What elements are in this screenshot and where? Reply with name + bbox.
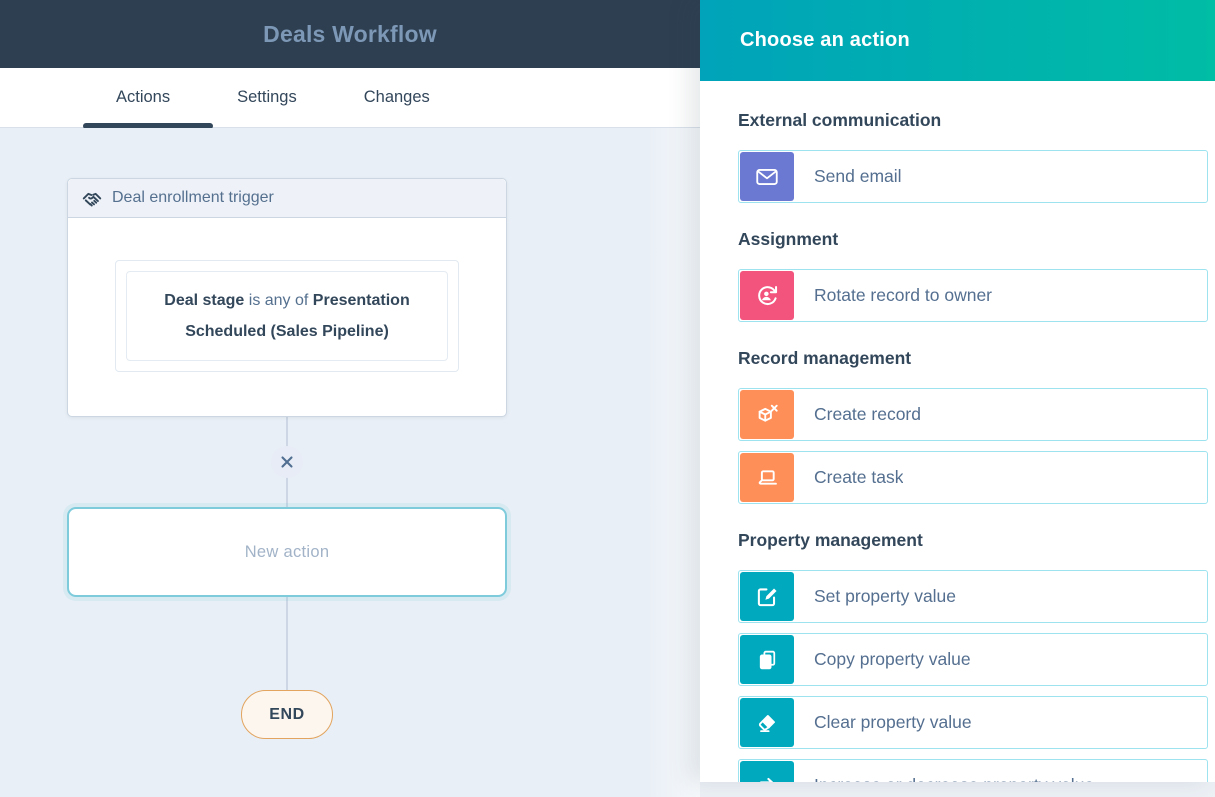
condition-property: Deal stage — [164, 292, 245, 309]
choose-action-panel: Choose an action External communication … — [700, 0, 1215, 782]
action-label: Create record — [814, 404, 921, 424]
action-clear-property-value[interactable]: Clear property value — [738, 696, 1208, 749]
condition-value: Presentation Scheduled (Sales Pipeline) — [185, 292, 410, 340]
page-title: Deals Workflow — [263, 20, 437, 47]
trigger-card-title: Deal enrollment trigger — [112, 189, 274, 206]
action-label: Copy property value — [814, 649, 971, 669]
action-label: Clear property value — [814, 712, 972, 732]
tab-settings[interactable]: Settings — [237, 88, 297, 106]
create-record-icon — [740, 390, 794, 439]
handshake-icon — [81, 187, 103, 209]
increase-decrease-icon — [740, 761, 794, 782]
action-label: Set property value — [814, 586, 957, 606]
action-create-record[interactable]: Create record — [738, 388, 1208, 441]
copy-icon — [740, 635, 794, 684]
action-copy-property-value[interactable]: Copy property value — [738, 633, 1208, 686]
delete-connector-button[interactable] — [271, 446, 303, 478]
tab-actions[interactable]: Actions — [116, 88, 171, 106]
condition-group: Deal stage is any of Presentation Schedu… — [115, 260, 459, 372]
action-label: Increase or decrease property value — [814, 775, 1094, 782]
edit-icon — [740, 572, 794, 621]
action-send-email[interactable]: Send email — [738, 150, 1208, 203]
section-heading-external-communication: External communication — [738, 110, 942, 130]
trigger-card-header: Deal enrollment trigger — [68, 179, 506, 218]
close-icon — [279, 454, 295, 470]
create-task-icon — [740, 453, 794, 502]
tabs-bar: Actions Settings Changes — [0, 68, 700, 129]
panel-body: External communication Send email Assign… — [700, 81, 1215, 782]
action-label: Send email — [814, 166, 902, 186]
action-set-property-value[interactable]: Set property value — [738, 570, 1208, 623]
panel-title: Choose an action — [740, 29, 910, 51]
condition-text[interactable]: Deal stage is any of Presentation Schedu… — [126, 271, 448, 361]
section-heading-assignment: Assignment — [738, 229, 839, 249]
end-label: END — [269, 705, 305, 723]
section-heading-record-management: Record management — [738, 348, 912, 368]
enrollment-trigger-card[interactable]: Deal enrollment trigger Deal stage is an… — [67, 178, 507, 417]
new-action-label: New action — [244, 542, 330, 561]
rotate-owner-icon — [740, 271, 794, 320]
action-create-task[interactable]: Create task — [738, 451, 1208, 504]
workflow-canvas: Deal enrollment trigger Deal stage is an… — [0, 128, 700, 797]
trigger-card-body: Deal stage is any of Presentation Schedu… — [68, 260, 506, 372]
eraser-icon — [740, 698, 794, 747]
new-action-placeholder[interactable]: New action — [67, 507, 507, 597]
email-icon — [740, 152, 794, 201]
action-label: Create task — [814, 467, 904, 487]
panel-header: Choose an action — [700, 0, 1215, 81]
action-rotate-record-to-owner[interactable]: Rotate record to owner — [738, 269, 1208, 322]
workflow-main: Deals Workflow Actions Settings Changes — [0, 0, 700, 797]
action-increase-decrease-property-value[interactable]: Increase or decrease property value — [738, 759, 1208, 782]
top-header: Deals Workflow — [0, 0, 700, 68]
tab-changes[interactable]: Changes — [363, 88, 430, 106]
active-tab-indicator — [83, 123, 213, 129]
section-heading-property-management: Property management — [738, 530, 923, 550]
action-label: Rotate record to owner — [814, 285, 993, 305]
end-node: END — [241, 690, 333, 739]
condition-operator: is any of — [244, 292, 313, 309]
